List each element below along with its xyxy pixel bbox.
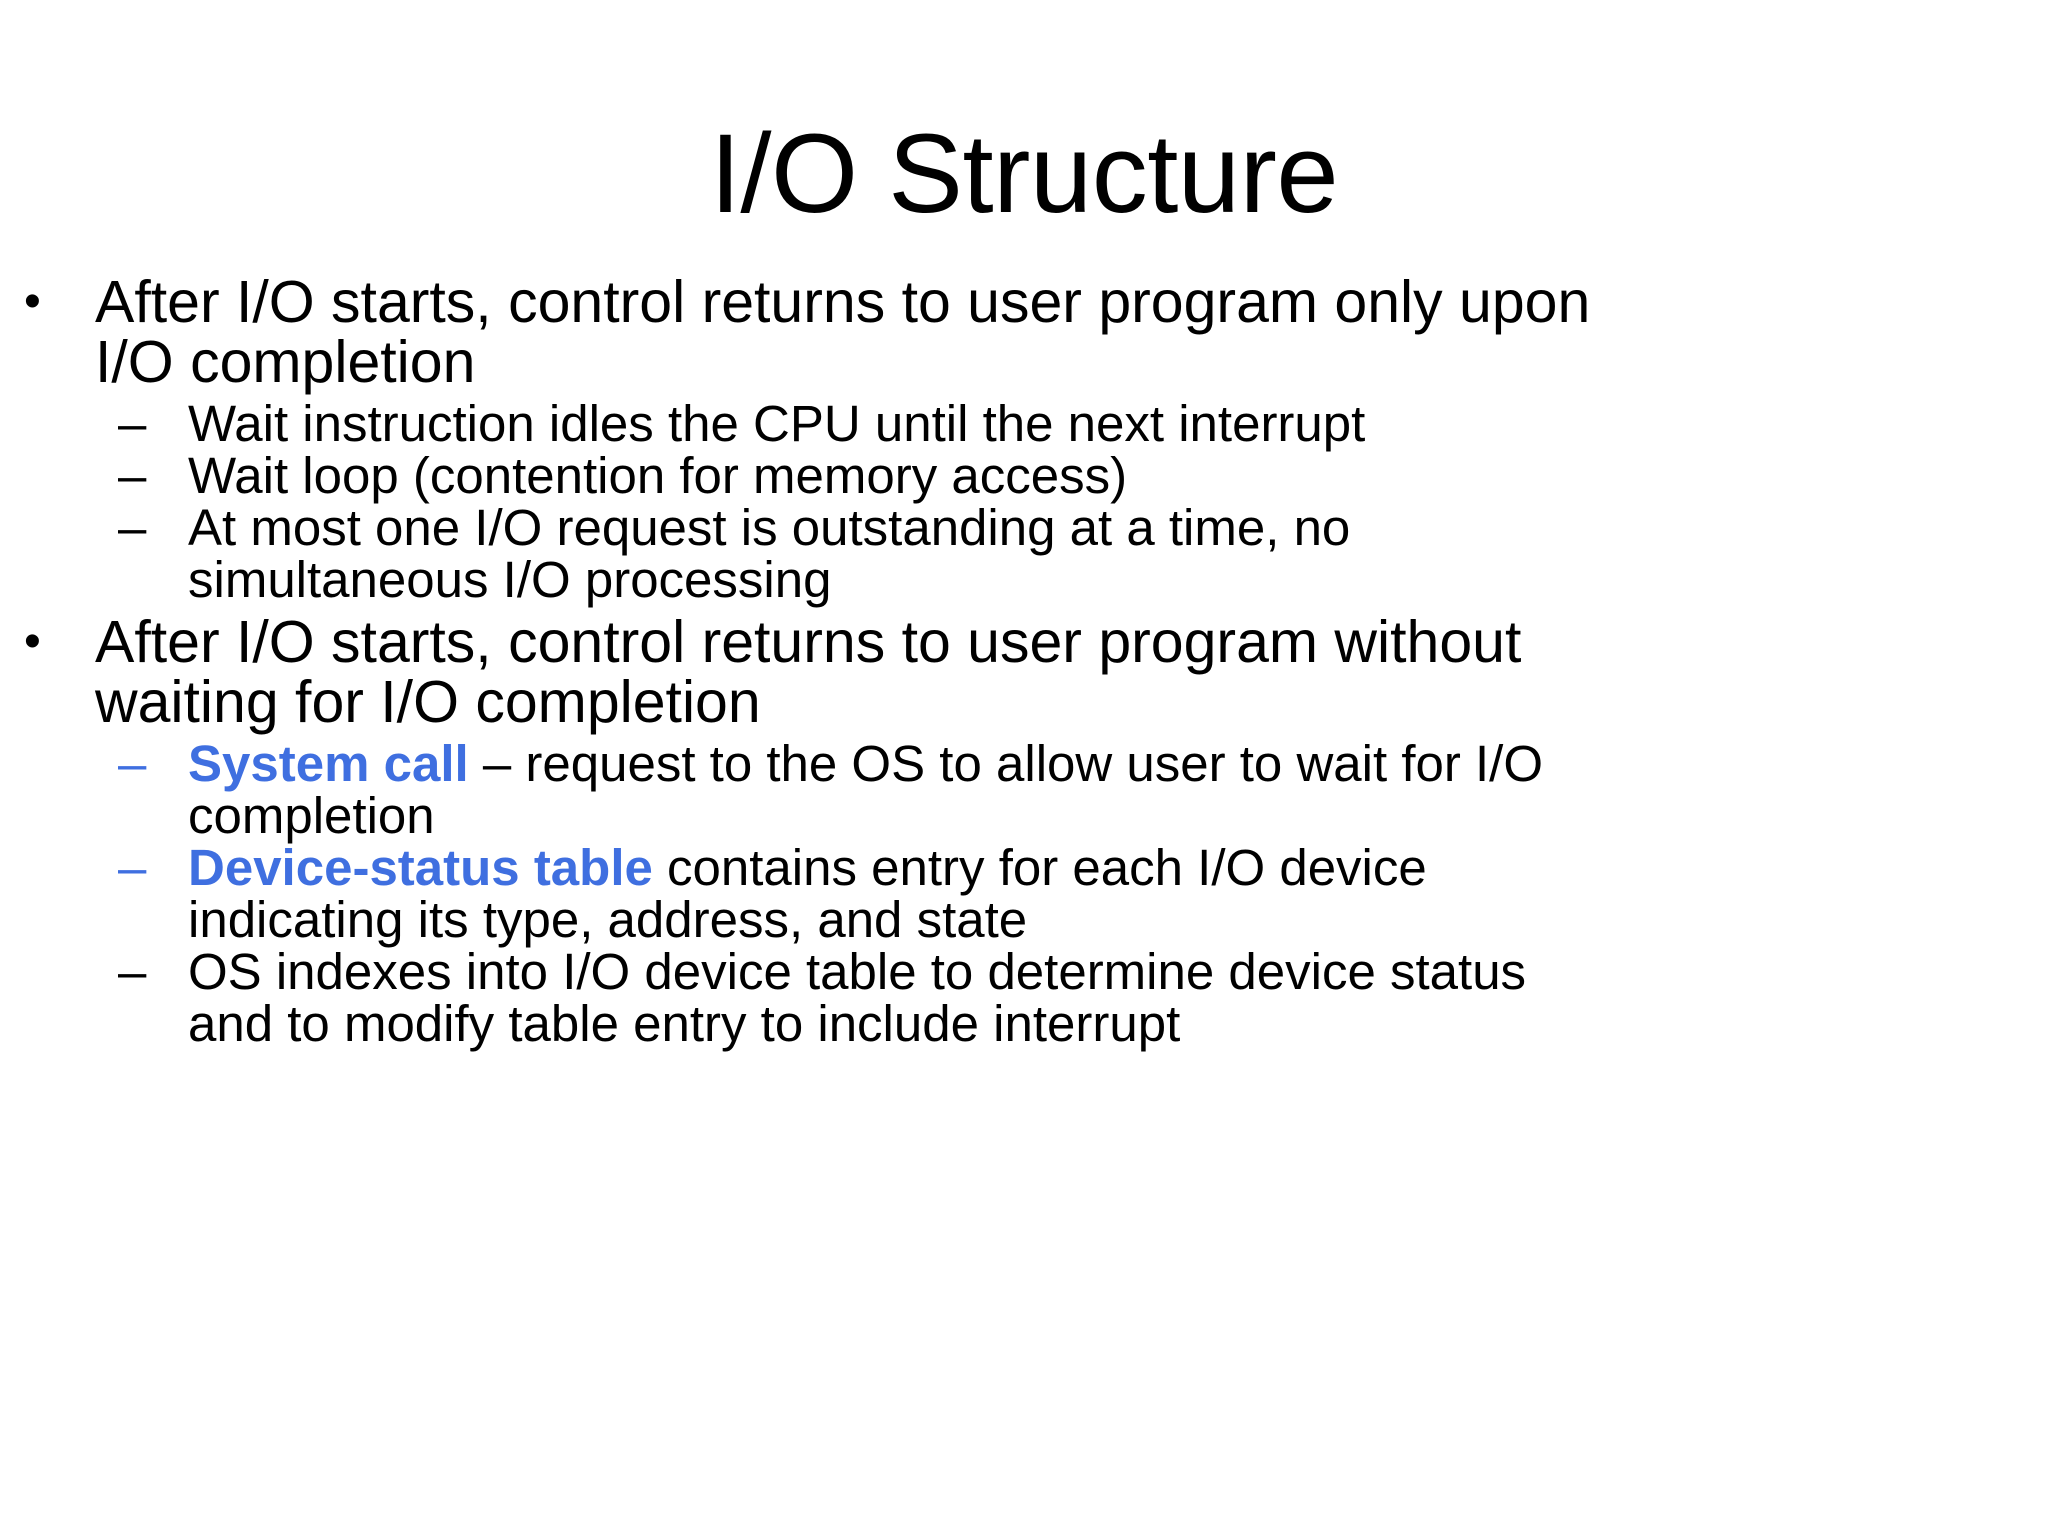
bullet-marker-icon: •	[24, 275, 41, 328]
dash-marker-icon: –	[118, 447, 147, 504]
page-title: I/O Structure	[709, 111, 1339, 237]
bullet-item: • After I/O starts, control returns to u…	[0, 612, 1610, 732]
sub-bullet-body: contains entry for each I/O device indic…	[188, 839, 1427, 948]
dash-marker-icon: –	[118, 943, 147, 1000]
sub-bullet-text: Wait instruction idles the CPU until the…	[188, 398, 1610, 450]
sub-bullet-item: – At most one I/O request is outstanding…	[0, 502, 1610, 606]
sub-bullet-list: – System call – request to the OS to all…	[0, 738, 1610, 1050]
sub-bullet-text: At most one I/O request is outstanding a…	[188, 502, 1610, 606]
sub-bullet-item: – Device-status table contains entry for…	[0, 842, 1610, 946]
sub-bullet-term: Device-status table	[188, 839, 653, 896]
slide-body: • After I/O starts, control returns to u…	[0, 272, 1610, 1050]
sub-bullet-separator	[653, 839, 667, 896]
bullet-text: After I/O starts, control returns to use…	[95, 269, 1591, 395]
bullet-group: • After I/O starts, control returns to u…	[0, 612, 1610, 1050]
dash-marker-icon: –	[118, 735, 147, 792]
sub-bullet-separator: –	[468, 735, 526, 792]
bullet-item: • After I/O starts, control returns to u…	[0, 272, 1610, 392]
sub-bullet-item: – Wait loop (contention for memory acces…	[0, 450, 1610, 502]
sub-bullet-item: – Wait instruction idles the CPU until t…	[0, 398, 1610, 450]
bullet-text: After I/O starts, control returns to use…	[95, 609, 1522, 735]
sub-bullet-item: – OS indexes into I/O device table to de…	[0, 946, 1610, 1050]
sub-bullet-list: – Wait instruction idles the CPU until t…	[0, 398, 1610, 606]
sub-bullet-text: Wait loop (contention for memory access)	[188, 450, 1610, 502]
sub-bullet-body: Wait instruction idles the CPU until the…	[188, 395, 1366, 452]
sub-bullet-text: System call – request to the OS to allow…	[188, 738, 1610, 842]
dash-marker-icon: –	[118, 499, 147, 556]
sub-bullet-item: – System call – request to the OS to all…	[0, 738, 1610, 842]
dash-marker-icon: –	[118, 839, 147, 896]
sub-bullet-text: Device-status table contains entry for e…	[188, 842, 1610, 946]
sub-bullet-term: System call	[188, 735, 469, 792]
bullet-group: • After I/O starts, control returns to u…	[0, 272, 1610, 606]
sub-bullet-body: request to the OS to allow user to wait …	[188, 735, 1544, 844]
sub-bullet-body: Wait loop (contention for memory access)	[188, 447, 1128, 504]
sub-bullet-body: At most one I/O request is outstanding a…	[188, 499, 1351, 608]
dash-marker-icon: –	[118, 395, 147, 452]
bullet-marker-icon: •	[24, 615, 41, 668]
sub-bullet-text: OS indexes into I/O device table to dete…	[188, 946, 1610, 1050]
sub-bullet-body: OS indexes into I/O device table to dete…	[188, 943, 1527, 1052]
